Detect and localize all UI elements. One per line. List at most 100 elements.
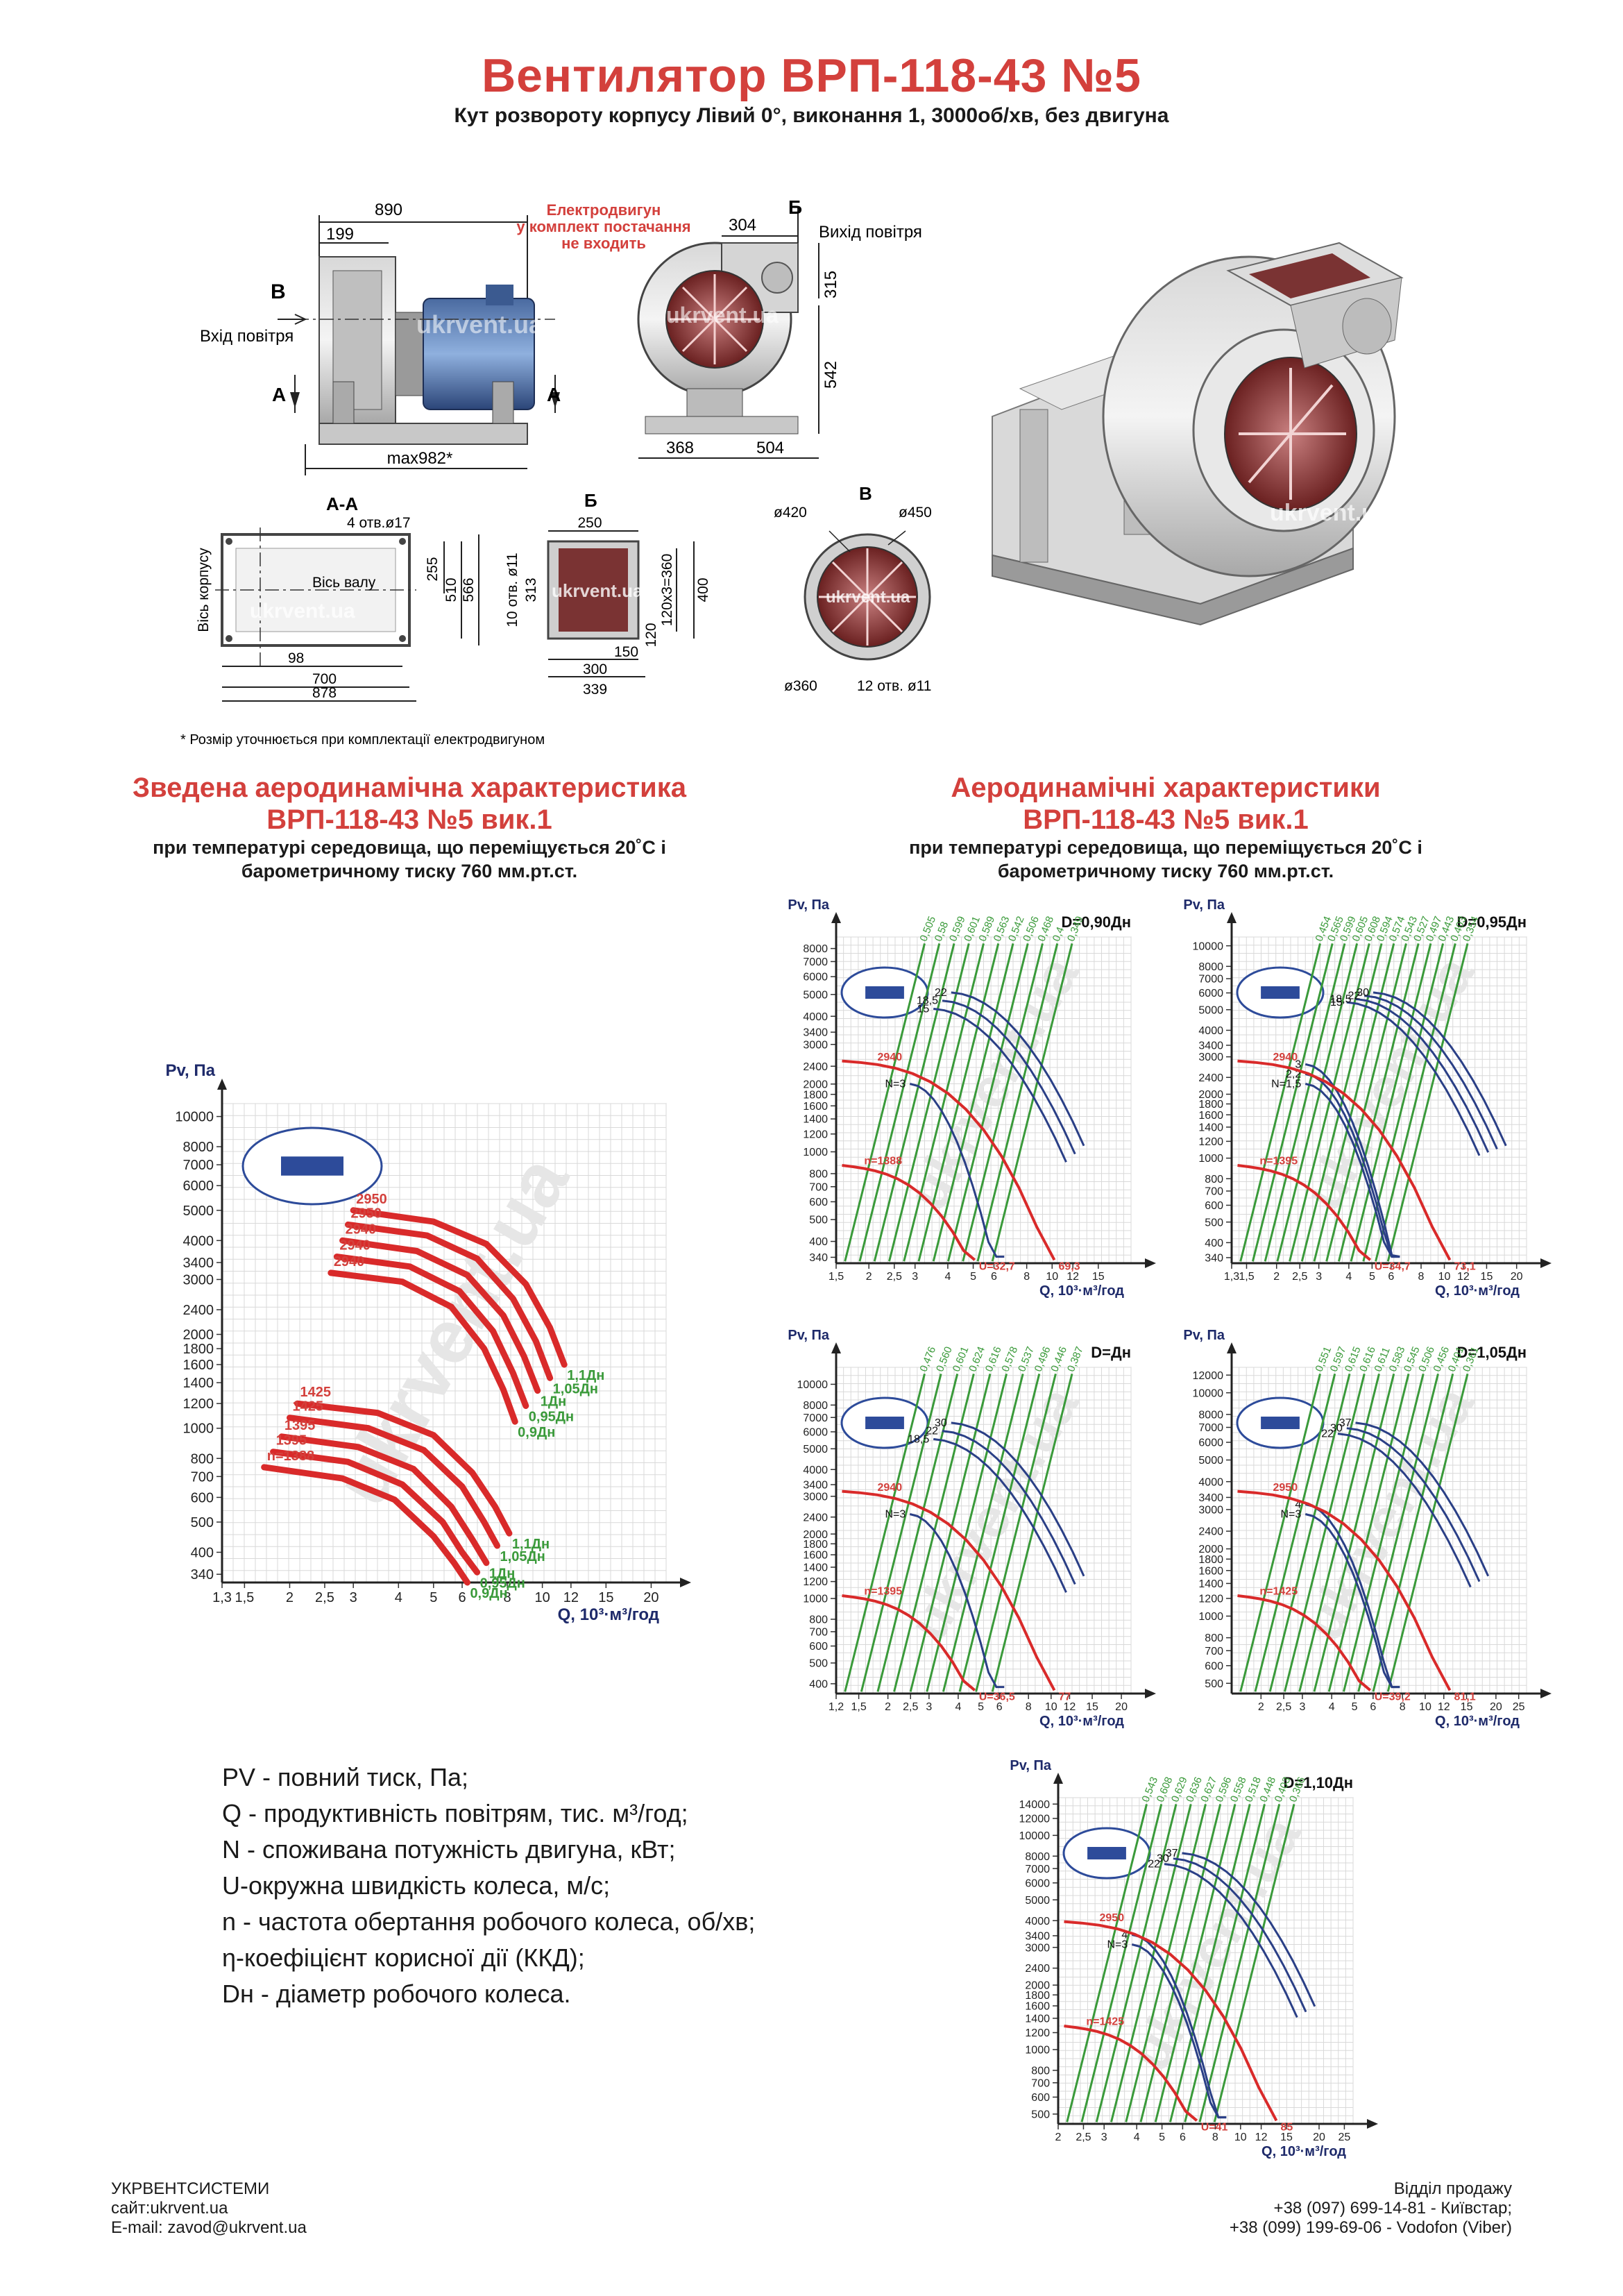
x-tick-label: 6 (991, 1271, 997, 1283)
x-axis-arrow (1540, 1258, 1552, 1268)
power-curve (1182, 1852, 1316, 2007)
logo-fan-icon (1261, 986, 1300, 999)
efficiency-line (1268, 1374, 1351, 1692)
y-tick-label: 800 (1031, 2065, 1050, 2077)
phone-kyivstar[interactable]: +38 (097) 699-14-81 - Київстар; (1273, 2199, 1512, 2218)
b-dim-300: 300 (583, 661, 607, 677)
y-tick-label: 1000 (1198, 1153, 1223, 1165)
y-tick-label: 7000 (1025, 1864, 1050, 1875)
efficiency-line (942, 1374, 1024, 1692)
summary-sub-1: при температурі середовища, що переміщує… (153, 837, 666, 858)
y-tick-label: 4000 (1198, 1476, 1223, 1488)
speed-curve-low-label: n=1395 (864, 1586, 902, 1598)
series-speed-label: 2940 (334, 1254, 365, 1269)
logo-fan-icon (1087, 1847, 1126, 1859)
speed-curve-low-u-label: U=39,2 (1375, 1691, 1411, 1703)
efficiency-line (976, 943, 1059, 1262)
y-tick-label: 3400 (803, 1480, 828, 1492)
efficiency-line (1252, 943, 1334, 1262)
efficiency-line (888, 943, 970, 1262)
x-tick-label: 15 (1280, 2132, 1293, 2143)
y-tick-label: 4000 (183, 1233, 214, 1249)
speed-curve-low (842, 1594, 976, 1691)
efficiency-line (962, 943, 1044, 1262)
efficiency-line (926, 1374, 1008, 1692)
efficiency-line (1386, 1374, 1469, 1692)
x-axis-title: Q, 10³·м³/год (1039, 1283, 1124, 1299)
power-curve (1164, 1863, 1298, 2018)
x-tick-label: 1,5 (235, 1590, 254, 1605)
x-tick-label: 10 (1419, 1701, 1431, 1713)
dim-315: 315 (822, 271, 840, 298)
speed-curve-low-u-label: U=36,5 (979, 1691, 1015, 1703)
x-axis-arrow (1367, 2119, 1378, 2129)
y-tick-label: 7000 (1198, 1422, 1223, 1434)
y-tick-label: 10000 (1193, 1387, 1224, 1399)
power-curve (1346, 1427, 1481, 1582)
series-speed-label: 2940 (346, 1222, 377, 1237)
y-tick-label: 2000 (803, 1079, 828, 1090)
y-tick-label: 600 (1205, 1660, 1223, 1672)
power-label: 4 (1121, 1929, 1128, 1941)
x-tick-label: 8 (1023, 1271, 1030, 1283)
x-axis-title: Q, 10³·м³/год (1261, 2144, 1346, 2159)
y-tick-label: 4000 (803, 1011, 828, 1023)
ukrvent-logo (1236, 966, 1325, 1019)
aa-dim-255: 255 (425, 557, 441, 581)
power-label: 18,5 (1329, 993, 1351, 1005)
power-curve (951, 991, 1085, 1147)
efficiency-line (1337, 943, 1420, 1262)
footer-left: УКРВЕНТСИСТЕМИ сайт:ukrvent.ua E-mail: z… (111, 2179, 307, 2238)
y-tick-label: 7000 (803, 1412, 828, 1424)
speed-curve-high (842, 1489, 1056, 1691)
y-axis-arrow (831, 1342, 841, 1353)
y-axis-arrow (1227, 1342, 1237, 1353)
y-tick-label: 2400 (1198, 1072, 1223, 1084)
x-tick-label: 10 (534, 1590, 550, 1605)
efficiency-line (1298, 1374, 1380, 1692)
y-tick-label: 5000 (803, 1444, 828, 1455)
x-tick-label: 25 (1339, 2132, 1351, 2143)
y-tick-label: 4000 (1198, 1025, 1223, 1037)
x-tick-label: 1,5 (851, 1701, 866, 1713)
efficiency-line (947, 943, 1029, 1262)
y-axis-arrow (1227, 912, 1237, 923)
x-tick-label: 6 (1180, 2132, 1186, 2143)
x-axis-arrow (1540, 1689, 1552, 1698)
x-axis-title: Q, 10³·м³/год (1435, 1714, 1520, 1729)
logo-fan-icon (1261, 1417, 1300, 1429)
speed-curve-high (842, 1059, 1056, 1261)
legend-n: N - споживана потужність двигуна, кВт; (222, 1835, 676, 1864)
v-d420: ø420 (774, 505, 807, 521)
x-tick-label: 10 (1045, 1701, 1057, 1713)
logo-fan-icon (865, 1417, 904, 1429)
y-tick-label: 4000 (1025, 1916, 1050, 1927)
y-tick-label: 3000 (1198, 1052, 1223, 1063)
legend-dn: Dн - діаметр робочого колеса. (222, 1980, 571, 2008)
y-tick-label: 7000 (183, 1158, 214, 1173)
x-tick-label: 2,5 (887, 1271, 902, 1283)
y-tick-label: 1200 (1198, 1594, 1223, 1605)
y-tick-label: 1400 (183, 1376, 214, 1391)
y-tick-label: 700 (1031, 2077, 1050, 2089)
legend-q: Q - продуктивність повітрям, тис. м³/год… (222, 1799, 688, 1827)
power-label: N=3 (1280, 1509, 1301, 1521)
power-curve (909, 1513, 1005, 1689)
dim-304: 304 (729, 216, 756, 235)
company-email[interactable]: E-mail: zavod@ukrvent.ua (111, 2218, 307, 2237)
y-axis-title: Pv, Па (165, 1061, 215, 1080)
grid (835, 1367, 1132, 1694)
watermark-aa: ukrvent.ua (250, 600, 355, 623)
y-tick-label: 1800 (1198, 1554, 1223, 1566)
dim-504: 504 (756, 439, 784, 457)
summary-title-1: Зведена аеродинамічна характеристика (133, 773, 686, 803)
y-tick-label: 10000 (797, 1379, 829, 1391)
power-curve (1305, 1513, 1400, 1689)
y-tick-label: 3400 (1198, 1492, 1223, 1504)
x-tick-label: 12 (1255, 2132, 1268, 2143)
power-curve (1131, 1933, 1227, 2119)
company-site[interactable]: сайт:ukrvent.ua (111, 2199, 228, 2218)
phone-vodafone[interactable]: +38 (099) 199-69-06 - Vodofon (Viber) (1229, 2218, 1512, 2237)
efficiency-line (1284, 1374, 1366, 1692)
legend-eta: η-коефіцієнт корисної дії (ККД); (222, 1943, 585, 1972)
